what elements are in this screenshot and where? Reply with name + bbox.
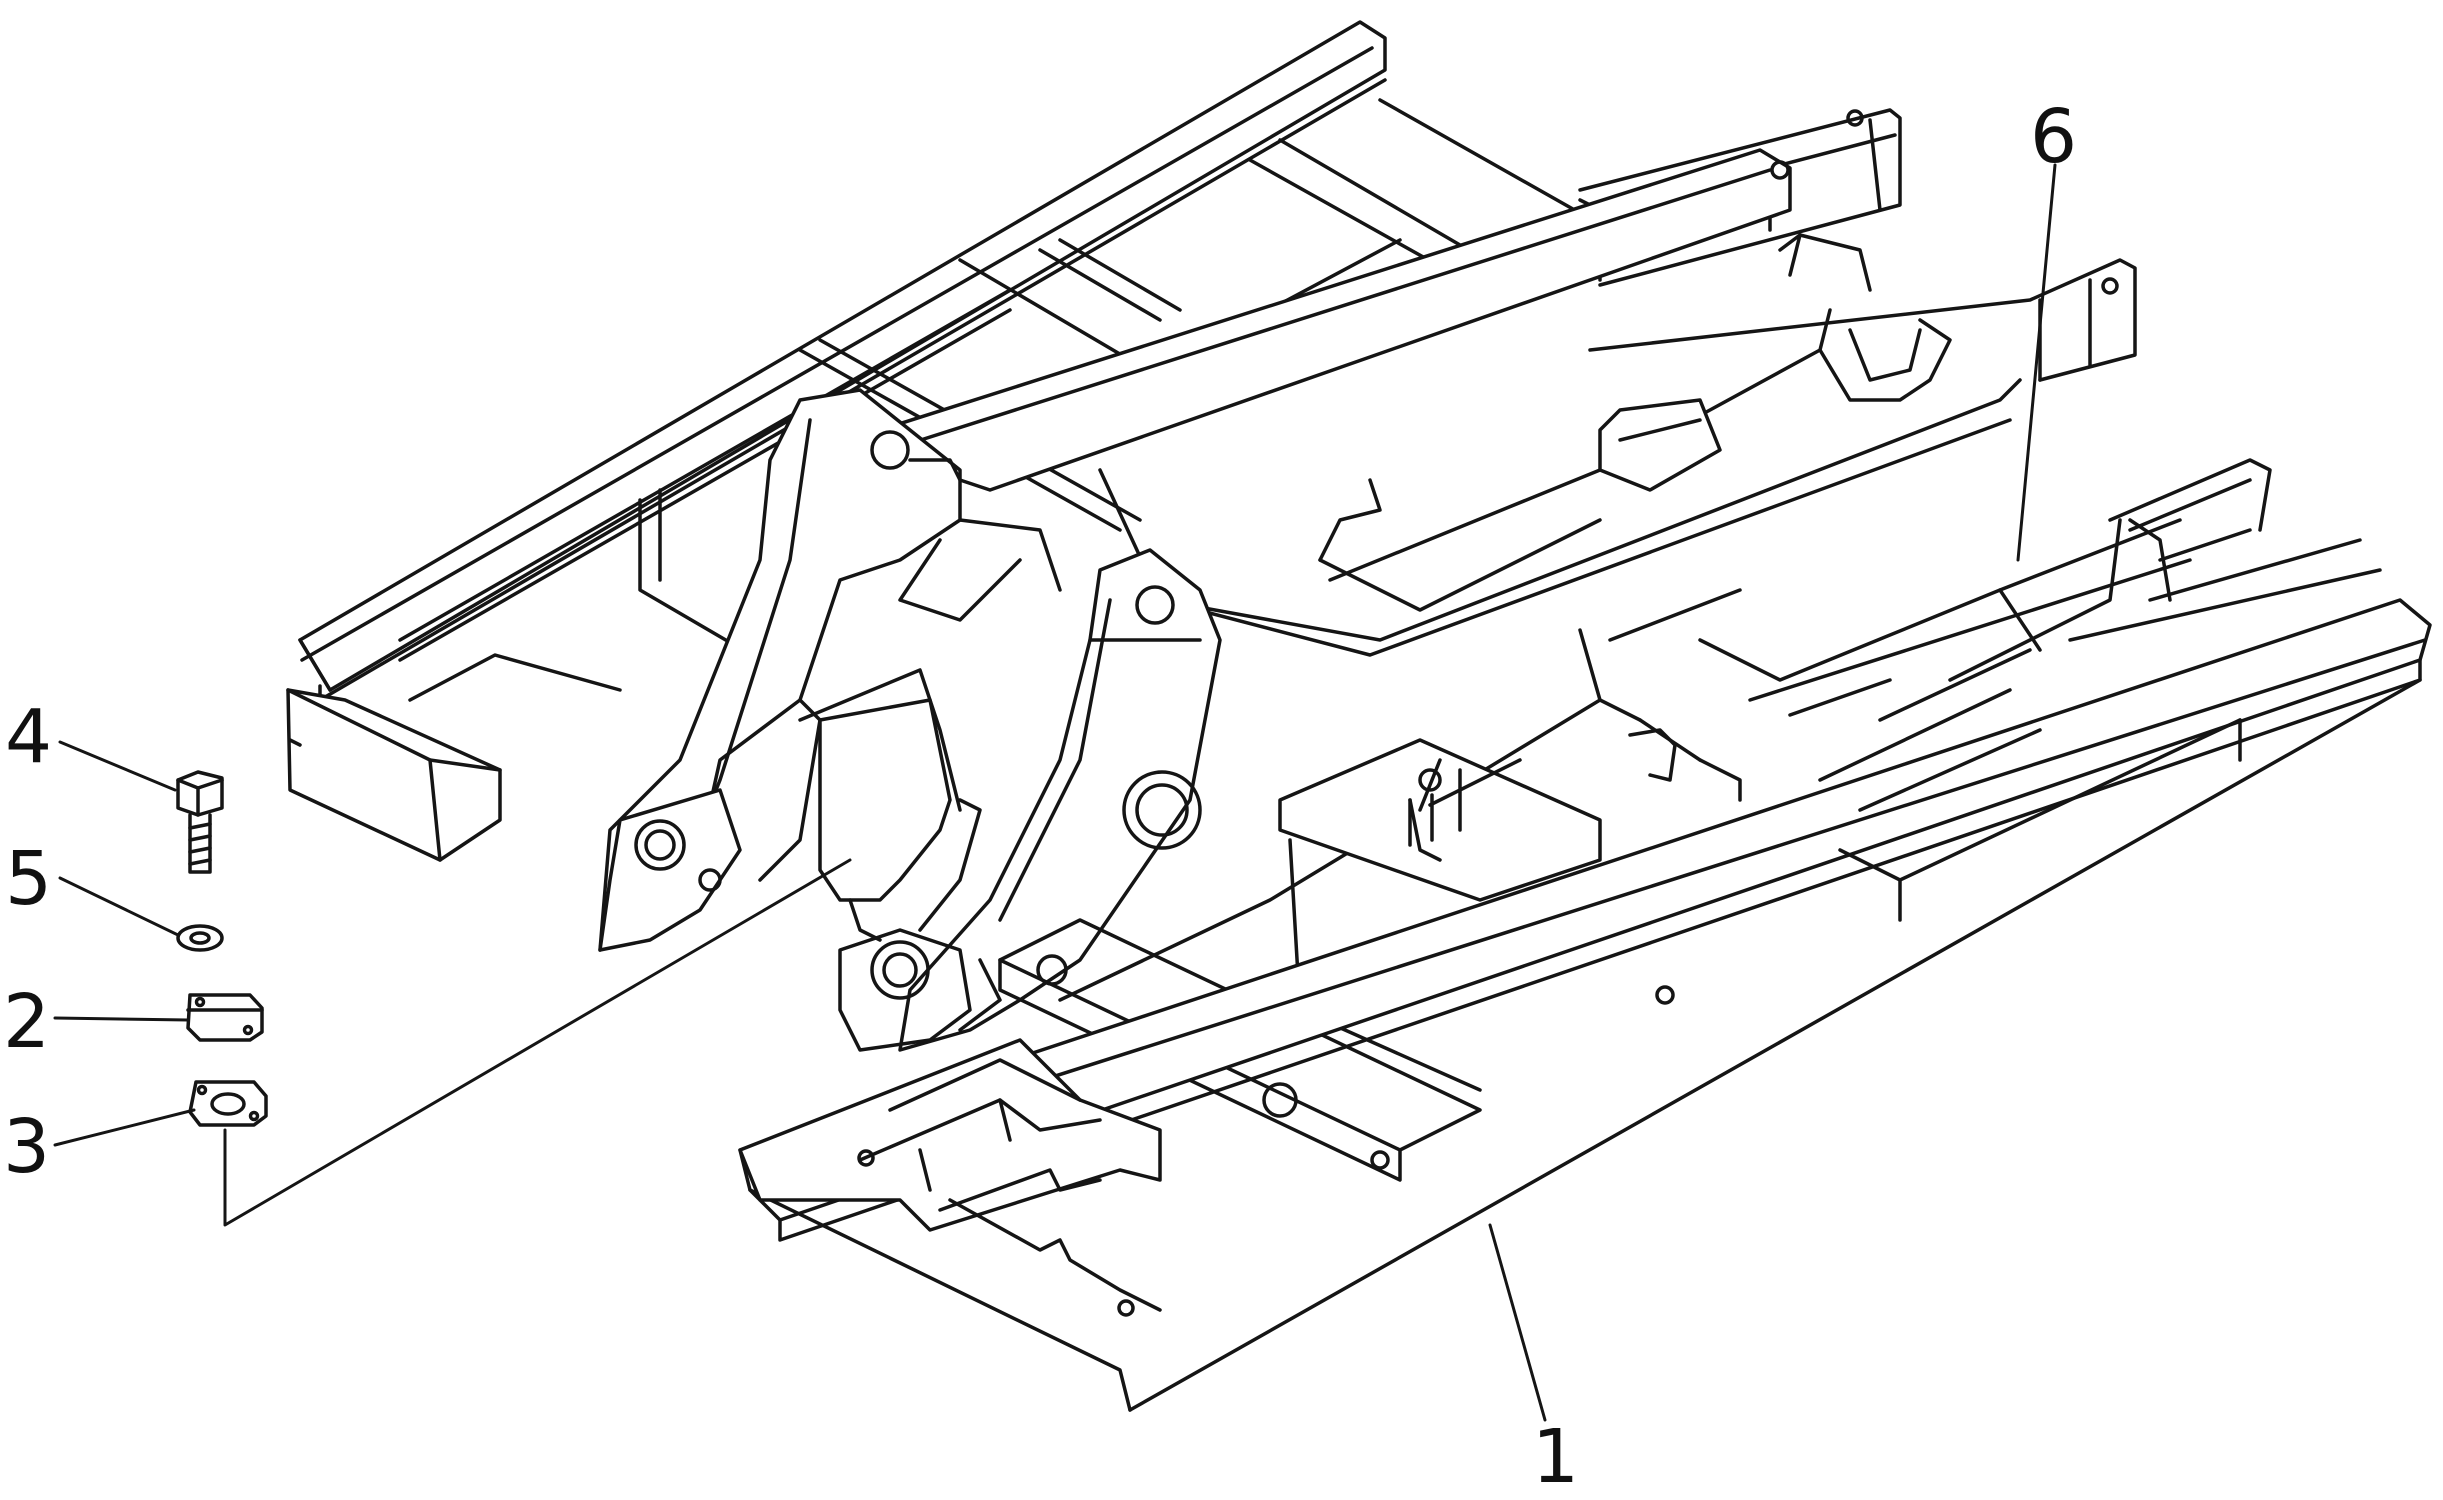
leader-5	[58, 876, 180, 937]
leader-1	[1488, 1223, 1547, 1422]
cover-plate-part	[186, 993, 264, 1042]
bolt-part	[176, 770, 224, 874]
callout-6: 6	[2030, 94, 2078, 180]
front-foot-plate	[738, 1038, 1162, 1317]
callout-1: 1	[1532, 1414, 1580, 1500]
leader-6	[2016, 163, 2057, 562]
callout-3: 3	[3, 1104, 51, 1190]
leader-2	[53, 1016, 190, 1022]
callout-5: 5	[5, 836, 53, 922]
leader-4	[58, 740, 177, 792]
hinge-bracket-right	[898, 548, 1222, 1052]
callout-2: 2	[3, 979, 51, 1065]
lower-right-rail	[738, 458, 2432, 1412]
lower-hinge-area	[598, 668, 1002, 1052]
leader-3	[53, 1108, 196, 1147]
washer-part	[176, 924, 224, 952]
callout-4: 4	[5, 694, 53, 780]
main-frame	[286, 20, 2432, 1412]
upper-left-rail	[286, 20, 1387, 862]
gasket-part	[188, 1080, 268, 1127]
leader-bracket	[223, 858, 852, 1227]
leader-lines	[53, 163, 2057, 1422]
